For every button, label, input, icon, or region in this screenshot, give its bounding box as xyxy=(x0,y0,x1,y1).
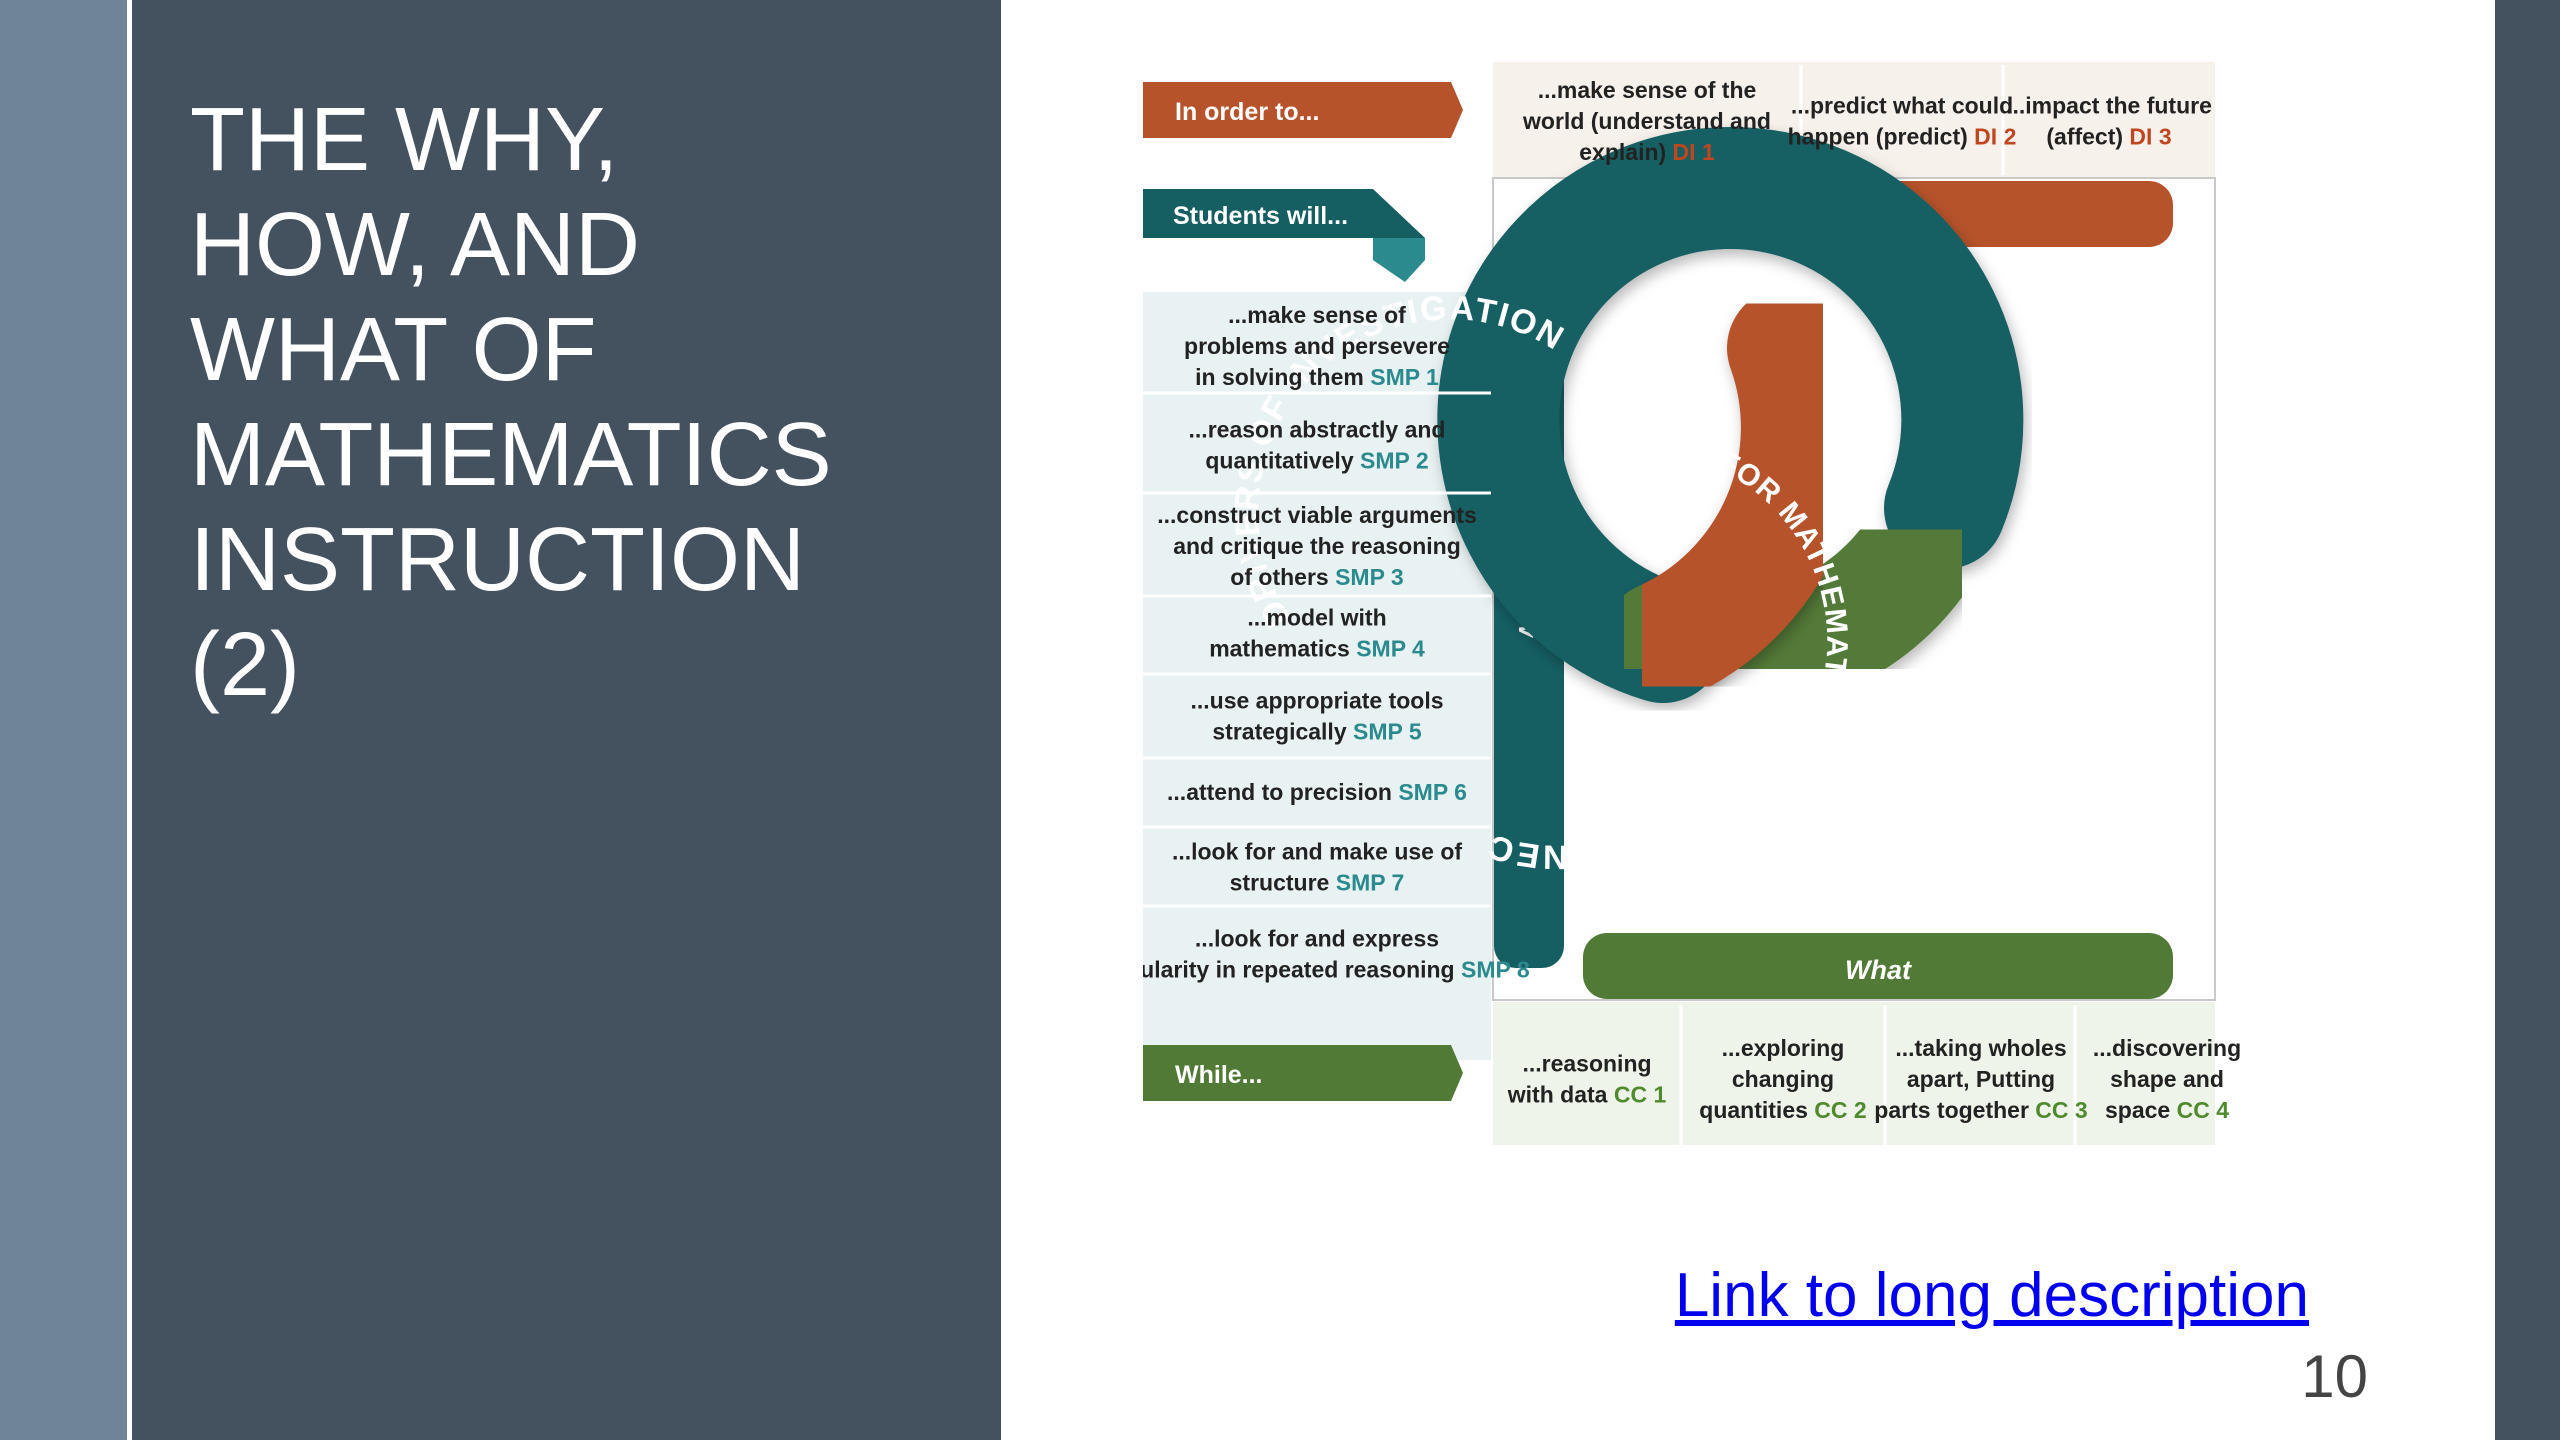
page-number: 10 xyxy=(2301,1343,2368,1410)
cc-item-tag: CC 1 xyxy=(1607,1082,1666,1108)
cc-item: ...discovering shape and space CC 4 xyxy=(2093,1035,2241,1123)
long-description-link[interactable]: Link to long description xyxy=(1674,1261,2309,1330)
smp-item-line: problems and persevere xyxy=(1184,333,1450,359)
smp-item-line: strategically xyxy=(1212,719,1346,745)
in-order-to-arrow xyxy=(1143,82,1463,138)
accent-divider xyxy=(127,0,132,1440)
smp-item-line: mathematics xyxy=(1209,636,1350,662)
cc-item-line: ...reasoning xyxy=(1522,1051,1651,1077)
cc-item-tag: CC 3 xyxy=(2029,1097,2088,1123)
students-will-label: Students will... xyxy=(1173,202,1348,230)
students-will-arrow xyxy=(1143,189,1425,238)
cc-item-tag: CC 4 xyxy=(2170,1097,2229,1123)
practice-arc xyxy=(1437,127,2024,703)
smp-item-tag: SMP 2 xyxy=(1354,448,1429,474)
di-item: ...predict what could happen (predict) DI… xyxy=(1788,93,2017,150)
title-line: WHAT OF xyxy=(190,300,597,400)
in-order-to-label: In order to... xyxy=(1175,98,1319,126)
cc-item-line: with data xyxy=(1507,1082,1608,1108)
smp-item-line: regularity in repeated reasoning xyxy=(1143,957,1455,983)
left-accent-strip xyxy=(0,0,127,1440)
cc-item-line: ...taking wholes xyxy=(1895,1035,2066,1061)
smp-item: ...attend to precision SMP 6 xyxy=(1167,779,1467,805)
smp-item-line: ...look for and make use of xyxy=(1172,839,1462,865)
smp-item: ...look for and make use of structure SMP… xyxy=(1172,839,1462,896)
smp-item-line: quantitatively xyxy=(1205,448,1353,474)
cc-items: ...reasoning with data CC 1 ...exploring ch… xyxy=(1507,1035,2241,1123)
di-item-line: happen (predict) xyxy=(1788,124,1968,150)
cc-item-tag: CC 2 xyxy=(1808,1097,1867,1123)
smp-item: ...construct viable arguments and critiqu… xyxy=(1157,502,1477,590)
smp-item-line: and critique the reasoning xyxy=(1173,533,1461,559)
title-line: INSTRUCTION xyxy=(190,510,805,610)
di-item-tag: DI 2 xyxy=(1968,124,2017,150)
smp-item: ...use appropriate tools strategically SM… xyxy=(1190,688,1443,745)
smp-item: ...model with mathematics SMP 4 xyxy=(1209,605,1425,662)
smp-item-tag: SMP 6 xyxy=(1392,779,1467,805)
what-bar xyxy=(1583,933,2173,999)
title-line: (2) xyxy=(190,615,300,715)
investigation-arc xyxy=(1602,287,1863,703)
title-panel xyxy=(132,0,1001,1440)
cc-item: ...reasoning with data CC 1 xyxy=(1507,1051,1667,1108)
di-item-line: explain) xyxy=(1579,139,1666,165)
di-item: ...make sense of the world (understand an… xyxy=(1522,77,1771,165)
smp-item-tag: SMP 7 xyxy=(1329,870,1404,896)
right-accent-strip xyxy=(2495,0,2560,1440)
cc-item: ...taking wholes apart, Putting parts toge… xyxy=(1874,1035,2087,1123)
smp-item-line: of others xyxy=(1230,564,1328,590)
smp-item-line: ...model with xyxy=(1247,605,1386,631)
cc-background xyxy=(1493,1002,2215,1145)
why-how-what-diagram: In order to... Students will... While...… xyxy=(1143,60,2263,1160)
smp-item-tag: SMP 8 xyxy=(1455,957,1530,983)
cc-item-line: space xyxy=(2105,1097,2170,1123)
smp-item-line: structure xyxy=(1230,870,1330,896)
smp-item-line: in solving them xyxy=(1195,364,1364,390)
di-item-line: ...make sense of the xyxy=(1538,77,1757,103)
smp-items: ...make sense of problems and persevere in… xyxy=(1143,302,1530,983)
di-item-tag: DI 1 xyxy=(1666,139,1715,165)
smp-item: ...reason abstractly and quantitatively S… xyxy=(1189,417,1446,474)
di-item-line: (affect) xyxy=(2046,124,2123,150)
cc-item-line: quantities xyxy=(1699,1097,1808,1123)
title-line: THE WHY, xyxy=(190,90,619,190)
slide-title: THE WHY, HOW, AND WHAT OF MATHEMATICS IN… xyxy=(190,88,970,718)
cc-item-line: ...exploring xyxy=(1722,1035,1845,1061)
diagram-canvas: In order to... Students will... While...… xyxy=(1143,60,2241,1145)
smp-item-tag: SMP 5 xyxy=(1347,719,1422,745)
smp-item: ...look for and express regularity in rep… xyxy=(1143,926,1530,983)
while-label: While... xyxy=(1175,1061,1263,1089)
students-will-fold xyxy=(1373,238,1425,282)
while-arrow xyxy=(1143,1045,1463,1101)
title-line: MATHEMATICS xyxy=(190,405,832,505)
smp-item: ...make sense of problems and persevere in… xyxy=(1184,302,1450,390)
cc-item-line: parts together xyxy=(1874,1097,2029,1123)
smp-background xyxy=(1143,292,1491,1060)
cc-item: ...exploring changing quantities CC 2 xyxy=(1699,1035,1866,1123)
cc-item-line: changing xyxy=(1732,1066,1834,1092)
smp-item-line: ...look for and express xyxy=(1195,926,1439,952)
smp-item-line: ...make sense of xyxy=(1228,302,1406,328)
cc-item-line: ...discovering xyxy=(2093,1035,2241,1061)
smp-item-tag: SMP 3 xyxy=(1329,564,1404,590)
cc-item-line: apart, Putting xyxy=(1907,1066,2055,1092)
smp-item-line: ...reason abstractly and xyxy=(1189,417,1446,443)
title-line: HOW, AND xyxy=(190,195,641,295)
cc-item-line: shape and xyxy=(2110,1066,2224,1092)
di-item-tag: DI 3 xyxy=(2123,124,2172,150)
what-label: What xyxy=(1845,955,1912,985)
smp-item-tag: SMP 4 xyxy=(1350,636,1425,662)
smp-item-line: ...use appropriate tools xyxy=(1190,688,1443,714)
di-item-line: world (understand and xyxy=(1522,108,1771,134)
smp-item-line: ...construct viable arguments xyxy=(1157,502,1477,528)
di-items: ...make sense of the world (understand an… xyxy=(1522,77,2212,165)
di-item: ...impact the future (affect) DI 3 xyxy=(2006,93,2212,150)
di-item-line: ...predict what could xyxy=(1791,93,2013,119)
di-item-line: ...impact the future xyxy=(2006,93,2212,119)
smp-item-line: ...attend to precision xyxy=(1167,779,1392,805)
smp-item-tag: SMP 1 xyxy=(1364,364,1439,390)
